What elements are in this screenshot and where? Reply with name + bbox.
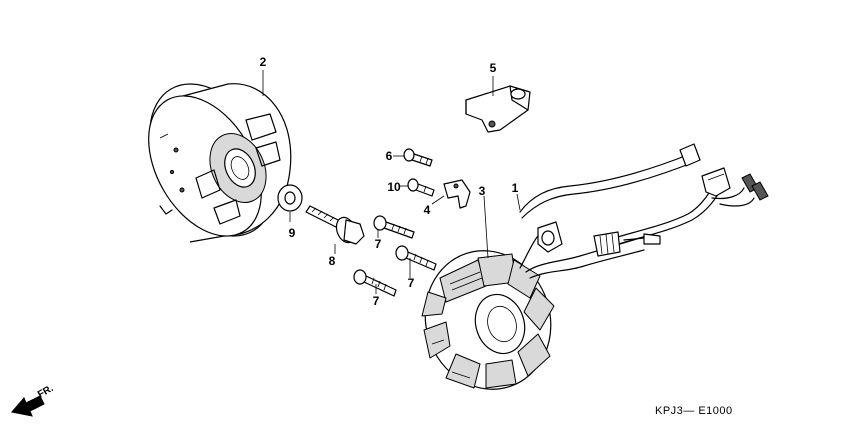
stator-part-3 <box>421 250 555 390</box>
washer-part-9 <box>277 184 303 212</box>
callout-7-b: 7 <box>408 276 415 290</box>
front-label: FR. <box>36 383 56 401</box>
bolt-part-10 <box>407 178 435 197</box>
screw-part-7-c <box>353 269 397 297</box>
callout-10: 10 <box>387 180 401 194</box>
leader-lines <box>262 70 521 294</box>
screw-part-7-b <box>395 245 437 271</box>
front-direction-marker: FR. <box>11 383 56 417</box>
wire-harness-part-1 <box>519 143 769 279</box>
callout-6: 6 <box>386 149 393 163</box>
callout-7-a: 7 <box>375 237 382 251</box>
flange-bolt-part-8 <box>305 205 365 245</box>
callout-4: 4 <box>424 203 431 217</box>
diagram-code: KPJ3— E1000 <box>655 405 733 417</box>
callout-1: 1 <box>512 181 519 195</box>
callout-9: 9 <box>289 226 296 240</box>
front-arrow-icon <box>11 395 45 417</box>
callout-2: 2 <box>260 55 267 69</box>
callout-5: 5 <box>490 61 497 75</box>
clamp-part-4 <box>443 179 471 209</box>
screw-part-7-a <box>373 215 415 239</box>
callout-8: 8 <box>329 254 336 268</box>
bracket-part-5 <box>465 85 531 133</box>
flywheel-part-2 <box>148 83 292 243</box>
bolt-part-6 <box>403 148 433 167</box>
callout-7-c: 7 <box>373 294 380 308</box>
callout-3: 3 <box>479 184 486 198</box>
